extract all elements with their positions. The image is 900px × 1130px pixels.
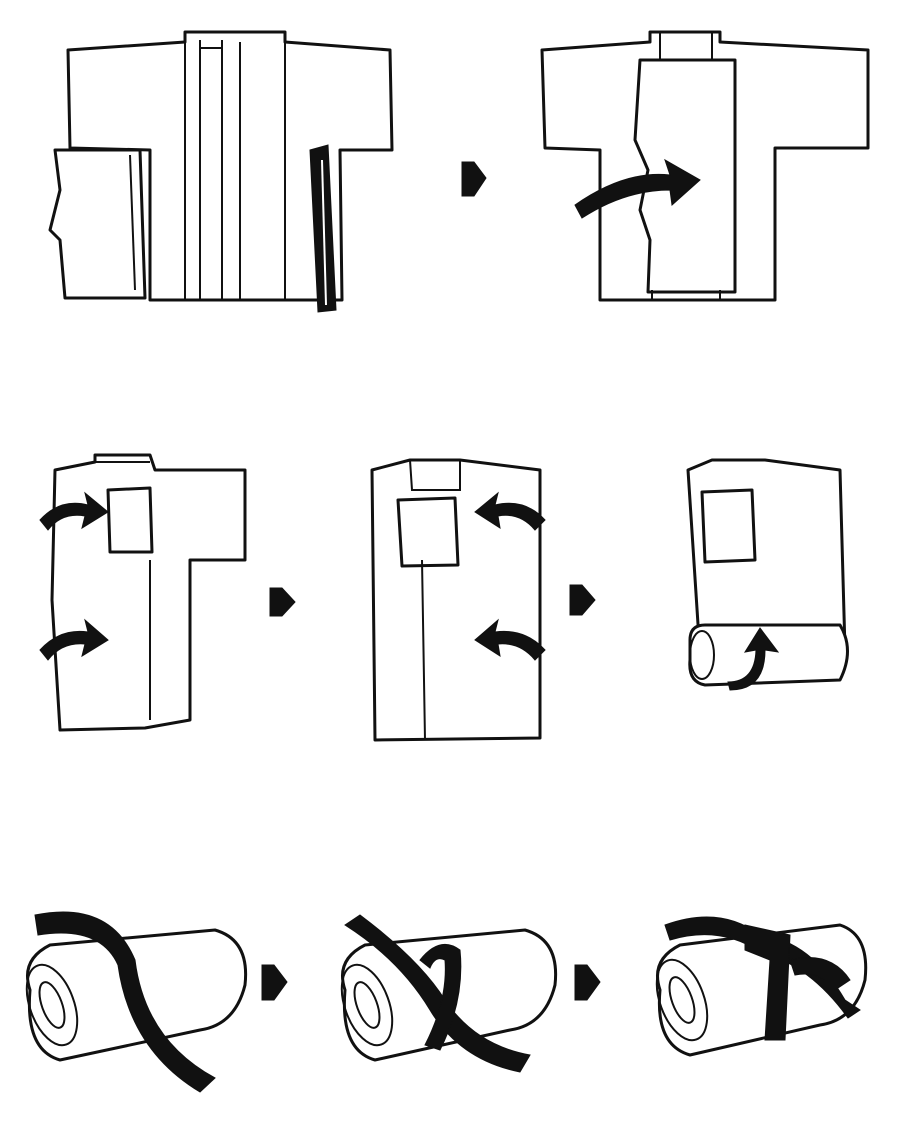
- jacket-roll-icon: [686, 458, 849, 691]
- jacket-fold-sleeves-icon: [39, 453, 247, 732]
- next-step-arrow-icon: [574, 964, 601, 1001]
- roll-tied-icon: [655, 916, 868, 1057]
- next-step-arrow-icon: [269, 587, 296, 617]
- roll-belt-crossed-icon: [340, 914, 558, 1073]
- jacket-fold-sides-icon: [370, 458, 546, 742]
- next-step-arrow-icon: [569, 584, 596, 616]
- jacket-open-icon: [48, 30, 394, 313]
- jacket-fold-front-icon: [540, 30, 870, 302]
- next-step-arrow-icon: [261, 964, 288, 1001]
- next-step-arrow-icon: [461, 161, 487, 197]
- roll-with-belt-icon: [25, 911, 248, 1093]
